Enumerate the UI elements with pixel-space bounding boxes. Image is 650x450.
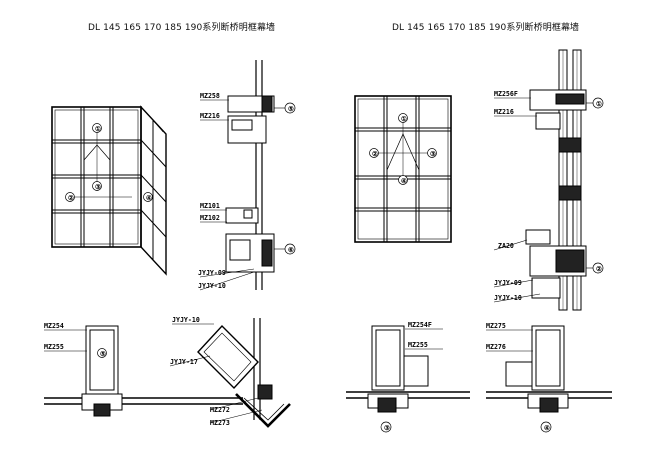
right-plan-b (486, 325, 612, 413)
left-sec-label-mz102: MZ102 (200, 214, 220, 222)
left-sec-mark-a: ⑤ (288, 105, 294, 113)
left-corner-section (169, 318, 291, 428)
right-sec-label-jyjy09: JYJY-09 (494, 279, 522, 287)
right-elevation (354, 95, 452, 243)
left-elev-mark-1: ① (95, 125, 101, 133)
left-plan-section (44, 325, 243, 417)
right-sec-label-mz256f: MZ256F (494, 90, 518, 98)
right-elev-mark-3: ③ (430, 150, 436, 158)
left-elev-mark-4: ④ (146, 194, 152, 202)
plan-b-label-mz275: MZ275 (486, 322, 506, 330)
right-drawing-title: DL 145 165 170 185 190系列断桥明框幕墙 (392, 23, 580, 33)
right-sec-mark-a: ① (596, 100, 602, 108)
plan-a-label-mz255: MZ255 (408, 341, 428, 349)
right-elev-mark-2: ② (372, 150, 378, 158)
left-sec-label-jyjy10: JYJY-10 (198, 282, 226, 290)
corner-label-mz272: MZ272 (210, 406, 230, 414)
left-drawing-title: DL 145 165 170 185 190系列断桥明框幕墙 (88, 23, 276, 33)
right-sec-label-jyjy10: JYJY-10 (494, 294, 522, 302)
left-sec-label-mz101: MZ101 (200, 202, 220, 210)
left-sec-label-jyjy09: JYJY-09 (198, 269, 226, 277)
plan-b-mark: ④ (544, 424, 550, 432)
left-elevation (51, 105, 167, 276)
left-sec-mark-b: ⑥ (288, 246, 294, 254)
plan-a-mark: ③ (384, 424, 390, 432)
left-sec-label-mz216: MZ216 (200, 112, 220, 120)
right-plan-a (346, 325, 470, 413)
left-elev-mark-2: ② (68, 194, 74, 202)
left-vertical-section (199, 60, 286, 291)
right-elev-mark-4: ④ (401, 177, 407, 185)
corner-label-jyjy10: JYJY-10 (172, 316, 200, 324)
right-vertical-section (493, 49, 594, 311)
left-plan-mark: ⑤ (100, 350, 106, 358)
left-sec-label-mz258: MZ258 (200, 92, 220, 100)
left-plan-label-mz255: MZ255 (44, 343, 64, 351)
right-sec-label-mz216: MZ216 (494, 108, 514, 116)
plan-a-label-mz254f: MZ254F (408, 321, 432, 329)
corner-label-jyjy17: JYJY-17 (170, 358, 198, 366)
right-sec-label-za20: ZA20 (498, 242, 514, 250)
left-elev-mark-3: ③ (95, 183, 101, 191)
left-plan-label-mz254: MZ254 (44, 322, 64, 330)
right-sec-mark-b: ② (596, 265, 602, 273)
corner-label-mz273: MZ273 (210, 419, 230, 427)
plan-b-label-mz276: MZ276 (486, 343, 506, 351)
right-elev-mark-1: ① (401, 115, 407, 123)
